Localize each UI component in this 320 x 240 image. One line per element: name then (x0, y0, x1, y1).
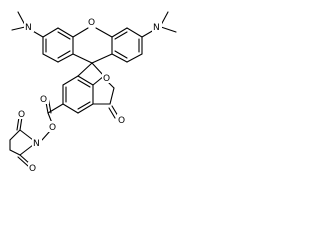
ester-carbonyl-oxygen-label: O (40, 95, 47, 105)
ester-linking-oxygen-label: O (49, 123, 56, 133)
lactone-carbonyl-oxygen-label: O (118, 116, 125, 126)
atom-labels: O N N O O O O N O O (17, 16, 162, 174)
succinimide-bottom-oxygen-label: O (29, 164, 36, 174)
xanthene-oxygen-label: O (88, 18, 95, 28)
right-amine-nitrogen-label: N (153, 23, 160, 33)
succinimide-top-oxygen-label: O (18, 110, 25, 120)
left-amine-nitrogen-label: N (25, 23, 32, 33)
lactone-ring-oxygen-label: O (103, 74, 110, 84)
chemical-structure-diagram: O N N O O O O N O O (9, 11, 177, 174)
succinimide-nitrogen-label: N (33, 139, 40, 149)
